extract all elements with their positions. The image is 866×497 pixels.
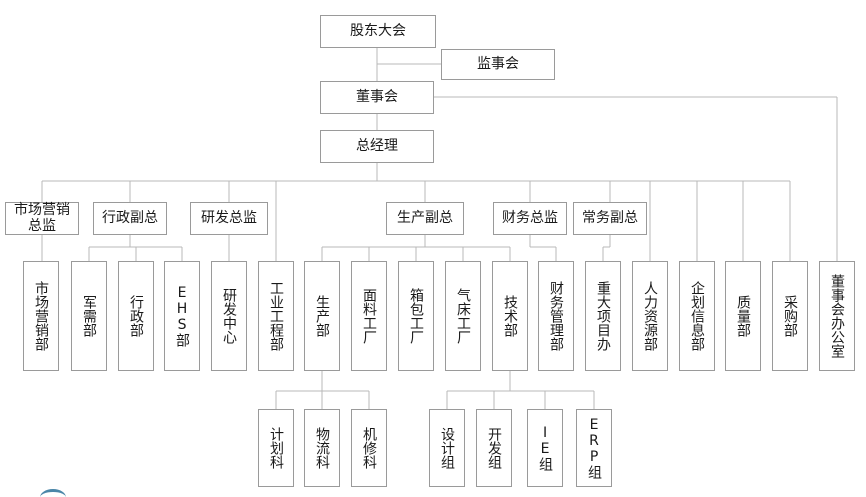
dept-rd-center: 研发中心 xyxy=(211,261,247,371)
node-shareholders: 股东大会 xyxy=(320,15,436,48)
dept-major-projects: 重大项目办 xyxy=(585,261,621,371)
node-production-vp: 生产副总 xyxy=(386,202,464,235)
section-planning: 计划科 xyxy=(258,409,294,487)
dept-finance: 财务管理部 xyxy=(538,261,574,371)
dept-fabric-factory: 面料工厂 xyxy=(351,261,387,371)
dept-bag-factory: 箱包工厂 xyxy=(398,261,434,371)
node-rd-director: 研发总监 xyxy=(190,202,268,235)
dept-military-supply: 军需部 xyxy=(71,261,107,371)
node-admin-vp: 行政副总 xyxy=(93,202,167,235)
dept-production: 生产部 xyxy=(304,261,340,371)
dept-quality: 质量部 xyxy=(725,261,761,371)
dept-marketing: 市场营销部 xyxy=(23,261,59,371)
dept-board-office: 董事会办公室 xyxy=(819,261,855,371)
group-design: 设计组 xyxy=(429,409,465,487)
dept-human-resources: 人力资源部 xyxy=(632,261,668,371)
logo-swoosh-icon xyxy=(40,489,66,497)
dept-ehs: EHS部 xyxy=(164,261,200,371)
node-general-manager: 总经理 xyxy=(320,130,434,163)
node-board-of-directors: 董事会 xyxy=(320,81,434,114)
node-executive-vp: 常务副总 xyxy=(573,202,647,235)
group-development: 开发组 xyxy=(476,409,512,487)
group-ie: IE组 xyxy=(527,409,563,487)
dept-planning-info: 企划信息部 xyxy=(679,261,715,371)
dept-industrial-engineering: 工业工程部 xyxy=(258,261,294,371)
dept-air-bed-factory: 气床工厂 xyxy=(445,261,481,371)
node-supervisory-board: 监事会 xyxy=(441,49,555,80)
node-marketing-director: 市场营销 总监 xyxy=(5,202,79,235)
group-erp: ERP组 xyxy=(576,409,612,487)
node-finance-director: 财务总监 xyxy=(493,202,567,235)
section-logistics: 物流科 xyxy=(304,409,340,487)
dept-technology: 技术部 xyxy=(492,261,528,371)
dept-administration: 行政部 xyxy=(118,261,154,371)
section-maintenance: 机修科 xyxy=(351,409,387,487)
dept-purchasing: 采购部 xyxy=(772,261,808,371)
